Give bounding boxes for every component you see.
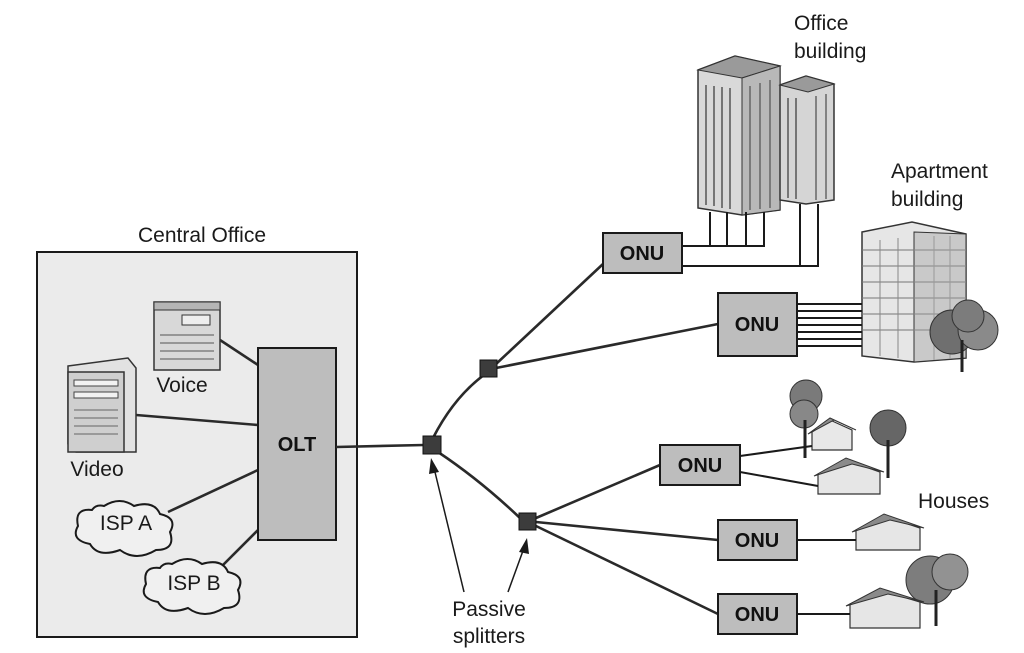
- onu-houses-upper: [659, 444, 741, 486]
- office-building-label-line2: building: [794, 40, 866, 63]
- onu-house-lower: [717, 593, 798, 635]
- video-label: Video: [70, 458, 123, 481]
- office-onu-wires: [682, 204, 819, 267]
- onu-office: [602, 232, 683, 274]
- olt-box: [257, 347, 337, 541]
- olt-label: OLT: [278, 434, 317, 456]
- onu-apartment-label: ONU: [735, 314, 779, 336]
- passive-splitter-main: [422, 435, 442, 455]
- office-building-label-line1: Office: [794, 12, 848, 35]
- apartment-building-label-line1: Apartment: [891, 160, 988, 183]
- passive-splitter-lower: [518, 512, 537, 531]
- isp-b-label: ISP B: [167, 572, 220, 595]
- apartment-building-label-line2: building: [891, 188, 963, 211]
- passive-splitters-label-line1: Passive: [452, 598, 526, 621]
- splitter-pointer-arrows: [429, 458, 529, 593]
- apartment-onu-wires: [797, 303, 862, 347]
- onu-office-label: ONU: [620, 243, 664, 265]
- passive-splitters-label-line2: splitters: [453, 625, 525, 648]
- onu-houses-upper-label: ONU: [678, 455, 722, 477]
- office-building-icon: [696, 55, 836, 216]
- voice-label: Voice: [156, 374, 207, 397]
- houses-label: Houses: [918, 490, 989, 513]
- isp-b-cloud-icon: [142, 558, 242, 615]
- passive-splitter-upper: [479, 359, 498, 378]
- house-icon-4: [845, 553, 969, 629]
- house-icon-2: [813, 409, 907, 495]
- onu-house-middle: [717, 519, 798, 561]
- central-office-title: Central Office: [138, 224, 266, 247]
- isp-a-label: ISP A: [100, 512, 152, 535]
- voice-server-icon: [153, 301, 221, 371]
- house-icon-3: [851, 513, 925, 551]
- onu-house-lower-label: ONU: [735, 604, 779, 626]
- onu-apartment: [717, 292, 798, 357]
- video-server-icon: [67, 357, 137, 453]
- tree-icon: [929, 299, 999, 372]
- house-icon-1: [789, 379, 857, 458]
- isp-a-cloud-icon: [74, 500, 174, 557]
- onu-house-middle-label: ONU: [735, 530, 779, 552]
